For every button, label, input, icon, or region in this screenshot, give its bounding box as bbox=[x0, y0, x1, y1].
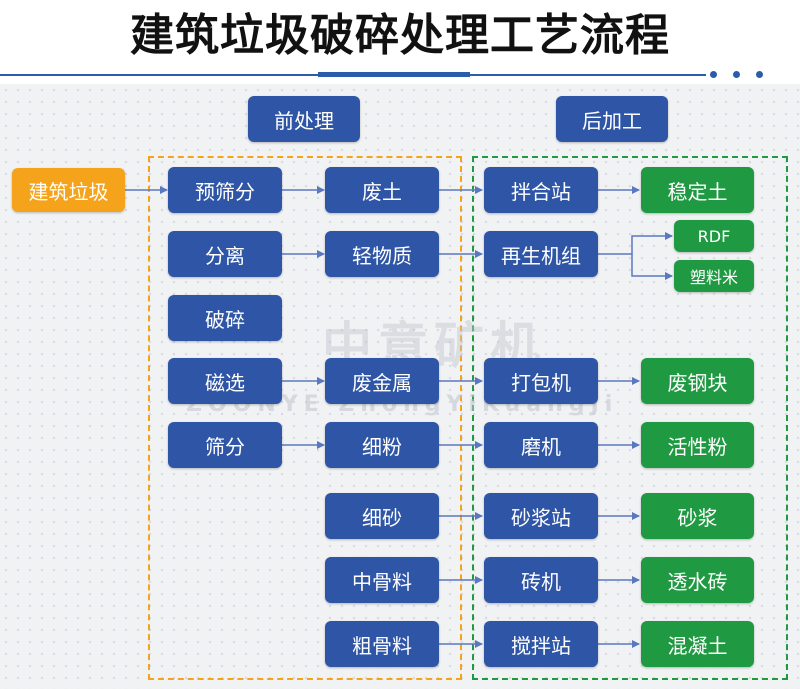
dot-2 bbox=[733, 71, 740, 78]
process-grinding-mill: 磨机 bbox=[484, 422, 598, 468]
process-regeneration-unit: 再生机组 bbox=[484, 231, 598, 277]
process-baler: 打包机 bbox=[484, 358, 598, 404]
material-coarse-aggregate: 粗骨料 bbox=[325, 621, 439, 667]
section-post-processing: 后加工 bbox=[556, 96, 668, 142]
product-mortar: 砂浆 bbox=[641, 493, 754, 539]
product-plastic-pellets: 塑料米 bbox=[674, 260, 754, 292]
section-pre-treatment: 前处理 bbox=[248, 96, 360, 142]
dot-3 bbox=[756, 71, 763, 78]
material-fine-powder: 细粉 bbox=[325, 422, 439, 468]
material-scrap-metal: 废金属 bbox=[325, 358, 439, 404]
step-prescreening: 预筛分 bbox=[168, 167, 282, 213]
post-processing-region bbox=[472, 156, 788, 680]
material-waste-soil: 废土 bbox=[325, 167, 439, 213]
product-concrete: 混凝土 bbox=[641, 621, 754, 667]
arrow-regen-plastic bbox=[631, 254, 673, 280]
source-construction-waste: 建筑垃圾 bbox=[12, 168, 125, 212]
product-permeable-brick: 透水砖 bbox=[641, 557, 754, 603]
process-brick-machine: 砖机 bbox=[484, 557, 598, 603]
dot-1 bbox=[710, 71, 717, 78]
product-stabilized-soil: 稳定土 bbox=[641, 167, 754, 213]
product-active-powder: 活性粉 bbox=[641, 422, 754, 468]
title-underline-accent bbox=[318, 72, 470, 77]
pre-treatment-region bbox=[148, 156, 462, 680]
step-magnetic-separation: 磁选 bbox=[168, 358, 282, 404]
arrow-regen-rdf bbox=[598, 232, 673, 255]
process-mortar-station: 砂浆站 bbox=[484, 493, 598, 539]
process-mixing-station: 拌合站 bbox=[484, 167, 598, 213]
page-title: 建筑垃圾破碎处理工艺流程 bbox=[130, 10, 670, 61]
step-crushing: 破碎 bbox=[168, 295, 282, 341]
material-fine-sand: 细砂 bbox=[325, 493, 439, 539]
material-medium-aggregate: 中骨料 bbox=[325, 557, 439, 603]
step-separation: 分离 bbox=[168, 231, 282, 277]
step-screening: 筛分 bbox=[168, 422, 282, 468]
product-steel-blocks: 废钢块 bbox=[641, 358, 754, 404]
material-light-matter: 轻物质 bbox=[325, 231, 439, 277]
product-rdf: RDF bbox=[674, 220, 754, 252]
process-concrete-station: 搅拌站 bbox=[484, 621, 598, 667]
